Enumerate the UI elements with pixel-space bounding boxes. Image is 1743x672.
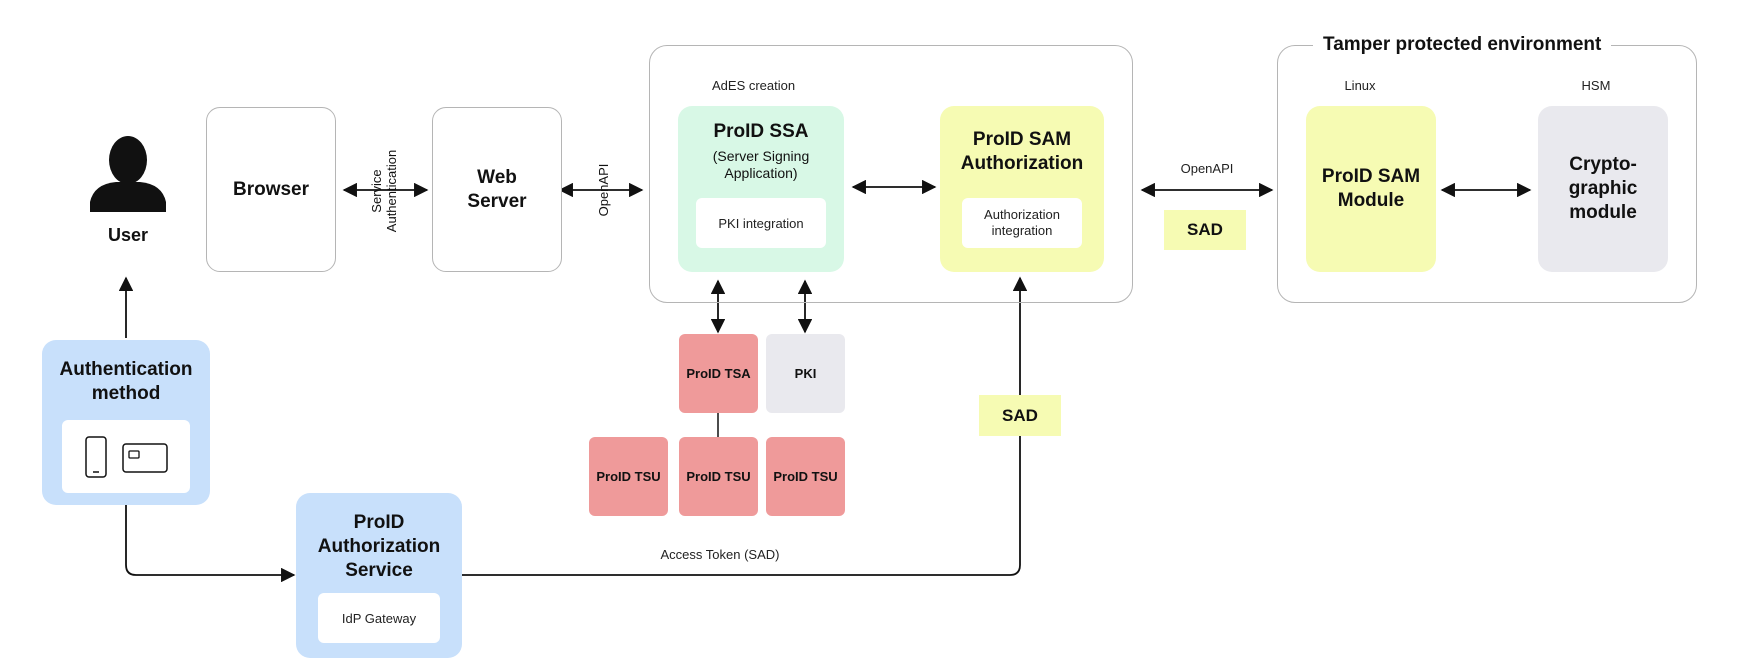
auth-method-inner [62, 420, 190, 493]
arrow-token-samauth [462, 276, 1028, 576]
ades-caption: AdES creation [712, 78, 796, 93]
pki-box: PKI [766, 334, 845, 413]
user-label: User [107, 225, 149, 245]
sad-mid-tag: SAD [979, 395, 1061, 436]
browser-label: Browser [232, 178, 310, 200]
phone-icon [85, 435, 107, 478]
crypto-module-title: Crypto-graphic module [1568, 154, 1638, 223]
browser-box: Browser [206, 107, 336, 272]
ssa-subtitle: (Server Signing Application) [712, 148, 810, 181]
sam-module-title: ProID SAM Module [1321, 166, 1421, 211]
auth-method-title: Authentication method [59, 359, 193, 404]
hsm-caption: HSM [1581, 78, 1611, 93]
auth-service-title: ProID Authorization Service [317, 512, 441, 581]
tsu-box-2: ProID TSU [679, 437, 758, 516]
openapi-left-label: OpenAPI [596, 163, 611, 217]
arrow-auth-service [125, 505, 296, 583]
auth-service-inner: IdP Gateway [318, 593, 440, 643]
tsu-box-1: ProID TSU [589, 437, 668, 516]
auth-service-box: ProID Authorization Service IdP Gateway [296, 493, 462, 658]
auth-method-box: Authentication method [42, 340, 210, 505]
ssa-title: ProID SSA [713, 121, 809, 142]
ssa-box: ProID SSA (Server Signing Application) P… [678, 106, 844, 272]
access-token-label: Access Token (SAD) [660, 547, 780, 562]
sam-auth-title: ProID SAM Authorization [960, 129, 1084, 174]
sam-module-box: ProID SAM Module [1306, 106, 1436, 272]
crypto-module-box: Crypto-graphic module [1538, 106, 1668, 272]
linux-caption: Linux [1344, 78, 1376, 93]
web-server-box: Web Server [432, 107, 562, 272]
openapi-right-label: OpenAPI [1180, 161, 1234, 176]
sad-top-tag: SAD [1164, 210, 1246, 250]
sam-auth-inner: Authorization integration [962, 198, 1082, 248]
sam-auth-box: ProID SAM Authorization Authorization in… [940, 106, 1104, 272]
tsu-box-3: ProID TSU [766, 437, 845, 516]
tsa-box: ProID TSA [679, 334, 758, 413]
ssa-inner: PKI integration [696, 198, 826, 248]
service-auth-label: Service Authentication [369, 149, 399, 233]
tamper-title: Tamper protected environment [1313, 34, 1612, 56]
ades-group [649, 45, 1133, 303]
card-icon [122, 442, 168, 473]
user-icon [86, 132, 170, 212]
web-server-label: Web Server [467, 166, 527, 212]
